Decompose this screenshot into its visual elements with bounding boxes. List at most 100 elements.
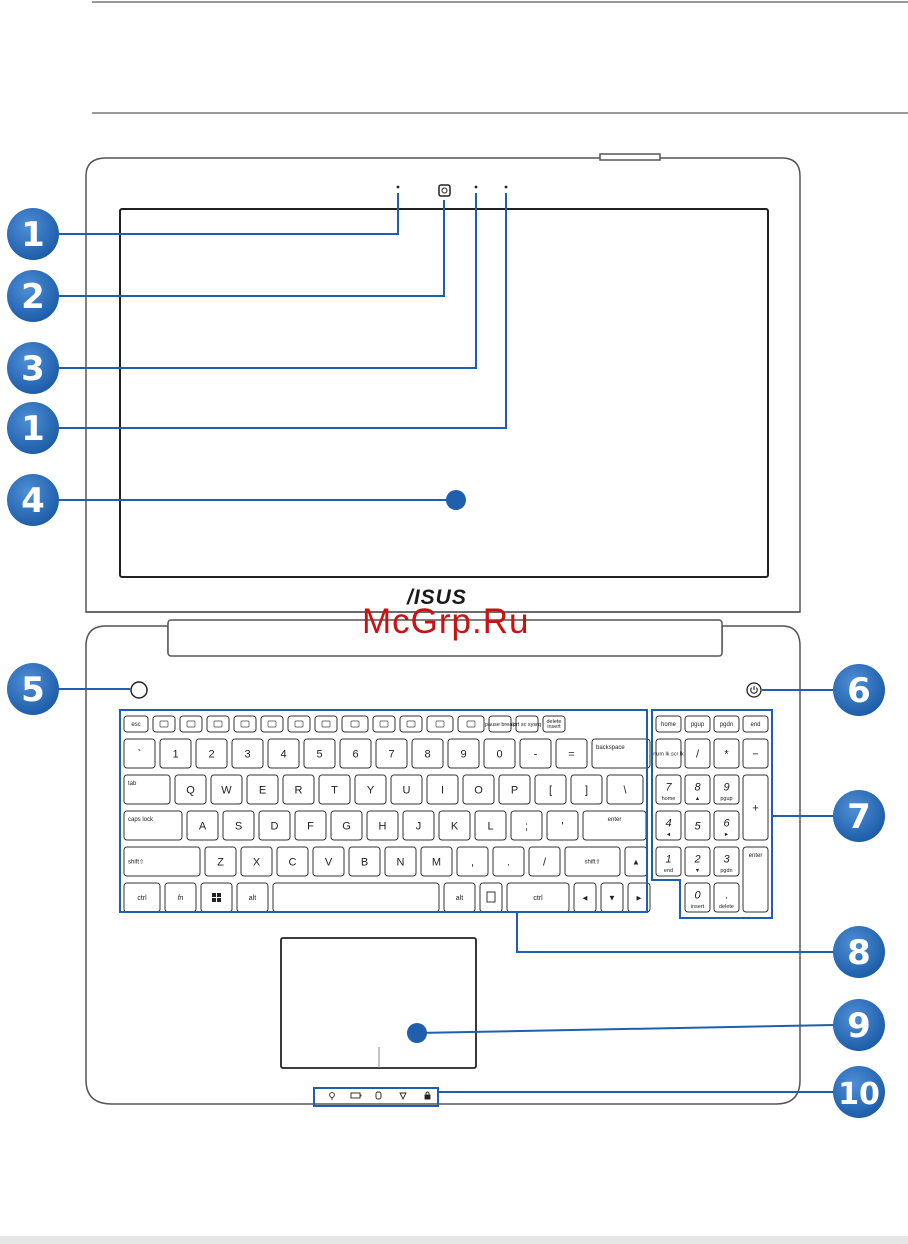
key-label: 7	[665, 781, 672, 793]
key-label: 7	[388, 748, 394, 760]
key-y: Y	[354, 774, 387, 805]
key-label: 0	[694, 889, 701, 901]
key-2: 2	[195, 738, 228, 769]
callout-badge-1: 1	[7, 208, 59, 260]
key-k: K	[438, 810, 471, 841]
camera-icon	[438, 184, 451, 197]
display-lid	[85, 153, 801, 613]
key-label: 6	[352, 748, 358, 760]
key-alt: alt	[236, 882, 269, 913]
key-u: U	[390, 774, 423, 805]
key-end: end	[742, 715, 769, 733]
subwoofer-button-icon	[130, 681, 148, 699]
key-blank: ;	[510, 810, 543, 841]
key-x: X	[240, 846, 273, 877]
key-shift: shift⇧	[564, 846, 621, 877]
callout-badge-5: 5	[7, 663, 59, 715]
key-pgdn: pgdn	[713, 715, 740, 733]
key-label: ]	[585, 784, 588, 796]
key-esc: esc	[123, 715, 149, 733]
key-blank: ▲	[624, 846, 648, 877]
key-blank: =	[555, 738, 588, 769]
key-label: Z	[217, 856, 224, 868]
key-sublabel: ▼	[695, 868, 700, 874]
key-8: 8	[411, 738, 444, 769]
key-e: E	[246, 774, 279, 805]
camera-lens-icon	[441, 187, 448, 194]
key-label: P	[511, 784, 518, 796]
key-sublabel: insert	[691, 904, 705, 910]
key-l: L	[474, 810, 507, 841]
key-num-lk-scr-lk: num lk scr lk	[653, 738, 684, 769]
key-d: D	[258, 810, 291, 841]
key-8: 8▲	[684, 774, 711, 805]
key-blank: \	[606, 774, 644, 805]
key-sublabel: pgdn	[720, 868, 732, 874]
camera-indicator-icon	[474, 185, 478, 189]
key-label: shift⇧	[584, 859, 600, 866]
key-o: O	[462, 774, 495, 805]
key-label: 5	[316, 748, 322, 760]
key-label: ◄	[581, 893, 589, 902]
leader-1b	[58, 193, 507, 429]
key-icon	[179, 715, 203, 733]
key-label: D	[271, 820, 279, 832]
key-icon	[399, 715, 423, 733]
key-blank: [	[534, 774, 567, 805]
key-r: R	[282, 774, 315, 805]
key-label: 5	[694, 820, 701, 832]
key-pause-break: pause break	[485, 715, 515, 733]
key-n: N	[384, 846, 417, 877]
key-label: L	[487, 820, 493, 832]
key-w: W	[210, 774, 243, 805]
key-label: 2	[208, 748, 214, 760]
key-label: [	[549, 784, 552, 796]
watermark: McGrp.Ru	[362, 602, 530, 641]
key-0: 0 insert	[684, 882, 711, 913]
key-shift: shift⇧	[123, 846, 201, 877]
key-label: alt	[249, 895, 256, 902]
callout-badge-10: 10	[833, 1066, 885, 1118]
key-label: end	[750, 722, 760, 728]
key-p: P	[498, 774, 531, 805]
key-label: ,	[471, 856, 474, 868]
key-label: W	[221, 784, 232, 796]
key-blank: .	[492, 846, 525, 877]
key-5: 5	[684, 810, 711, 841]
key-label: 1	[665, 853, 671, 865]
key-enter: enter	[742, 846, 769, 913]
key-label: X	[253, 856, 261, 868]
key-label: caps lock	[128, 817, 154, 823]
key-label: Y	[367, 784, 375, 796]
key-sublabel: insert	[547, 724, 561, 730]
key-icon	[341, 715, 369, 733]
key-2: 2▼	[684, 846, 711, 877]
key-f: F	[294, 810, 327, 841]
callout-badge-4: 4	[7, 474, 59, 526]
key-icon	[314, 715, 338, 733]
key-label: ;	[525, 820, 528, 832]
callout-number: 4	[21, 481, 45, 521]
key-m: M	[420, 846, 453, 877]
laptop-base	[85, 619, 801, 1105]
key-label: fn	[178, 895, 184, 902]
status-indicators-highlight	[313, 1087, 439, 1107]
key-label: tab	[128, 781, 137, 787]
key-label: home	[661, 722, 677, 728]
key-icon	[272, 882, 440, 913]
key-label: *	[724, 748, 729, 760]
drive-activity-icon	[375, 1091, 382, 1100]
key-blank: ,	[456, 846, 489, 877]
key-label: num lk scr lk	[653, 751, 684, 757]
callout-leaders	[58, 193, 835, 1093]
key-sublabel: ►	[724, 832, 729, 838]
microphone-left-icon	[396, 185, 400, 189]
key-fn: fn	[164, 882, 197, 913]
header-rule	[92, 112, 908, 114]
key-label: 4	[280, 748, 286, 760]
numpad-highlight	[651, 709, 773, 919]
